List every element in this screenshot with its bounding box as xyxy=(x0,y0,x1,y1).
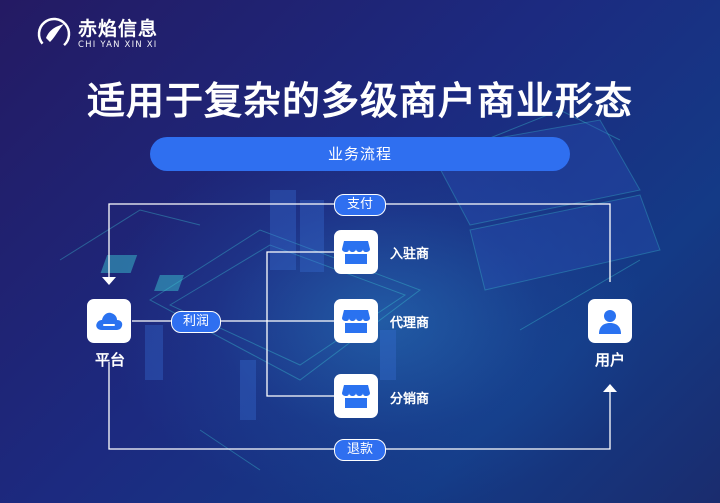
brand-name: 赤焰信息 xyxy=(78,17,159,40)
pay-arrow-head xyxy=(102,277,116,285)
cloud-icon xyxy=(96,312,123,330)
store-icon xyxy=(342,310,370,333)
refund-arrow-head xyxy=(603,384,617,392)
flow-title-pill: 业务流程 xyxy=(150,137,570,171)
user-icon xyxy=(599,310,621,334)
pay-label: 支付 xyxy=(334,194,386,216)
store-icon xyxy=(342,385,370,408)
platform-node[interactable] xyxy=(87,299,131,343)
refund-label: 退款 xyxy=(334,439,386,461)
platform-label: 平台 xyxy=(94,351,125,369)
brand-subtitle: CHI YAN XIN XI xyxy=(78,39,158,50)
merchant-node-distributor[interactable] xyxy=(334,374,378,418)
merchant-node-settled[interactable] xyxy=(334,230,378,274)
store-icon xyxy=(342,241,370,264)
profit-label: 利润 xyxy=(171,311,221,333)
user-node[interactable] xyxy=(588,299,632,343)
page-title: 适用于复杂的多级商户商业形态 xyxy=(86,79,633,123)
merchant-label-agent: 代理商 xyxy=(390,316,430,331)
flame-logo-icon xyxy=(37,17,71,51)
user-label: 用户 xyxy=(594,351,625,369)
merchant-label-distributor: 分销商 xyxy=(390,392,430,407)
merchant-node-agent[interactable] xyxy=(334,299,378,343)
merchant-label-settled: 入驻商 xyxy=(390,247,430,262)
merchant-bracket xyxy=(266,251,334,397)
brand-logo: 赤焰信息 CHI YAN XIN XI xyxy=(36,16,158,52)
